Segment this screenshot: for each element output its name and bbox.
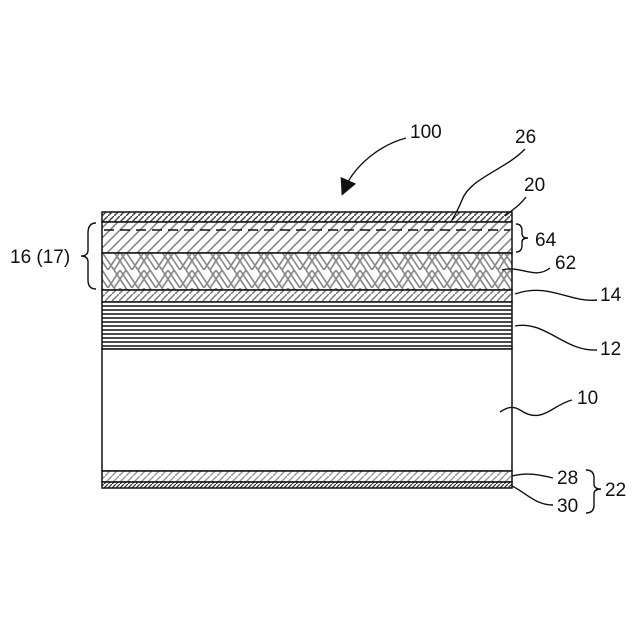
label-12: 12 [600,339,621,360]
label-14: 14 [600,285,622,306]
layer-30 [102,482,512,488]
leader-14 [515,290,597,300]
leader-28 [512,474,553,478]
brace-22 [586,470,601,513]
label-62: 62 [555,253,576,274]
substrate-10 [102,349,512,471]
layer-28 [102,471,512,482]
layer-20 [102,212,512,222]
layer-12 [102,302,512,349]
label-26: 26 [515,127,536,148]
label-16: 16 (17) [10,247,70,268]
label-28: 28 [557,468,578,489]
brace-16 [81,223,96,289]
layer-64 [102,222,512,253]
brace-64 [516,224,528,252]
layer-62 [102,253,512,290]
label-22: 22 [605,480,626,501]
label-20: 20 [524,175,545,196]
label-100: 100 [410,122,442,143]
label-30: 30 [557,496,578,517]
leader-30 [512,486,553,505]
layer-14 [102,290,512,302]
label-64: 64 [535,230,557,251]
leader-12 [515,325,597,350]
leader-20 [505,197,526,216]
assembly-arrow [345,138,406,188]
label-10: 10 [577,388,598,409]
